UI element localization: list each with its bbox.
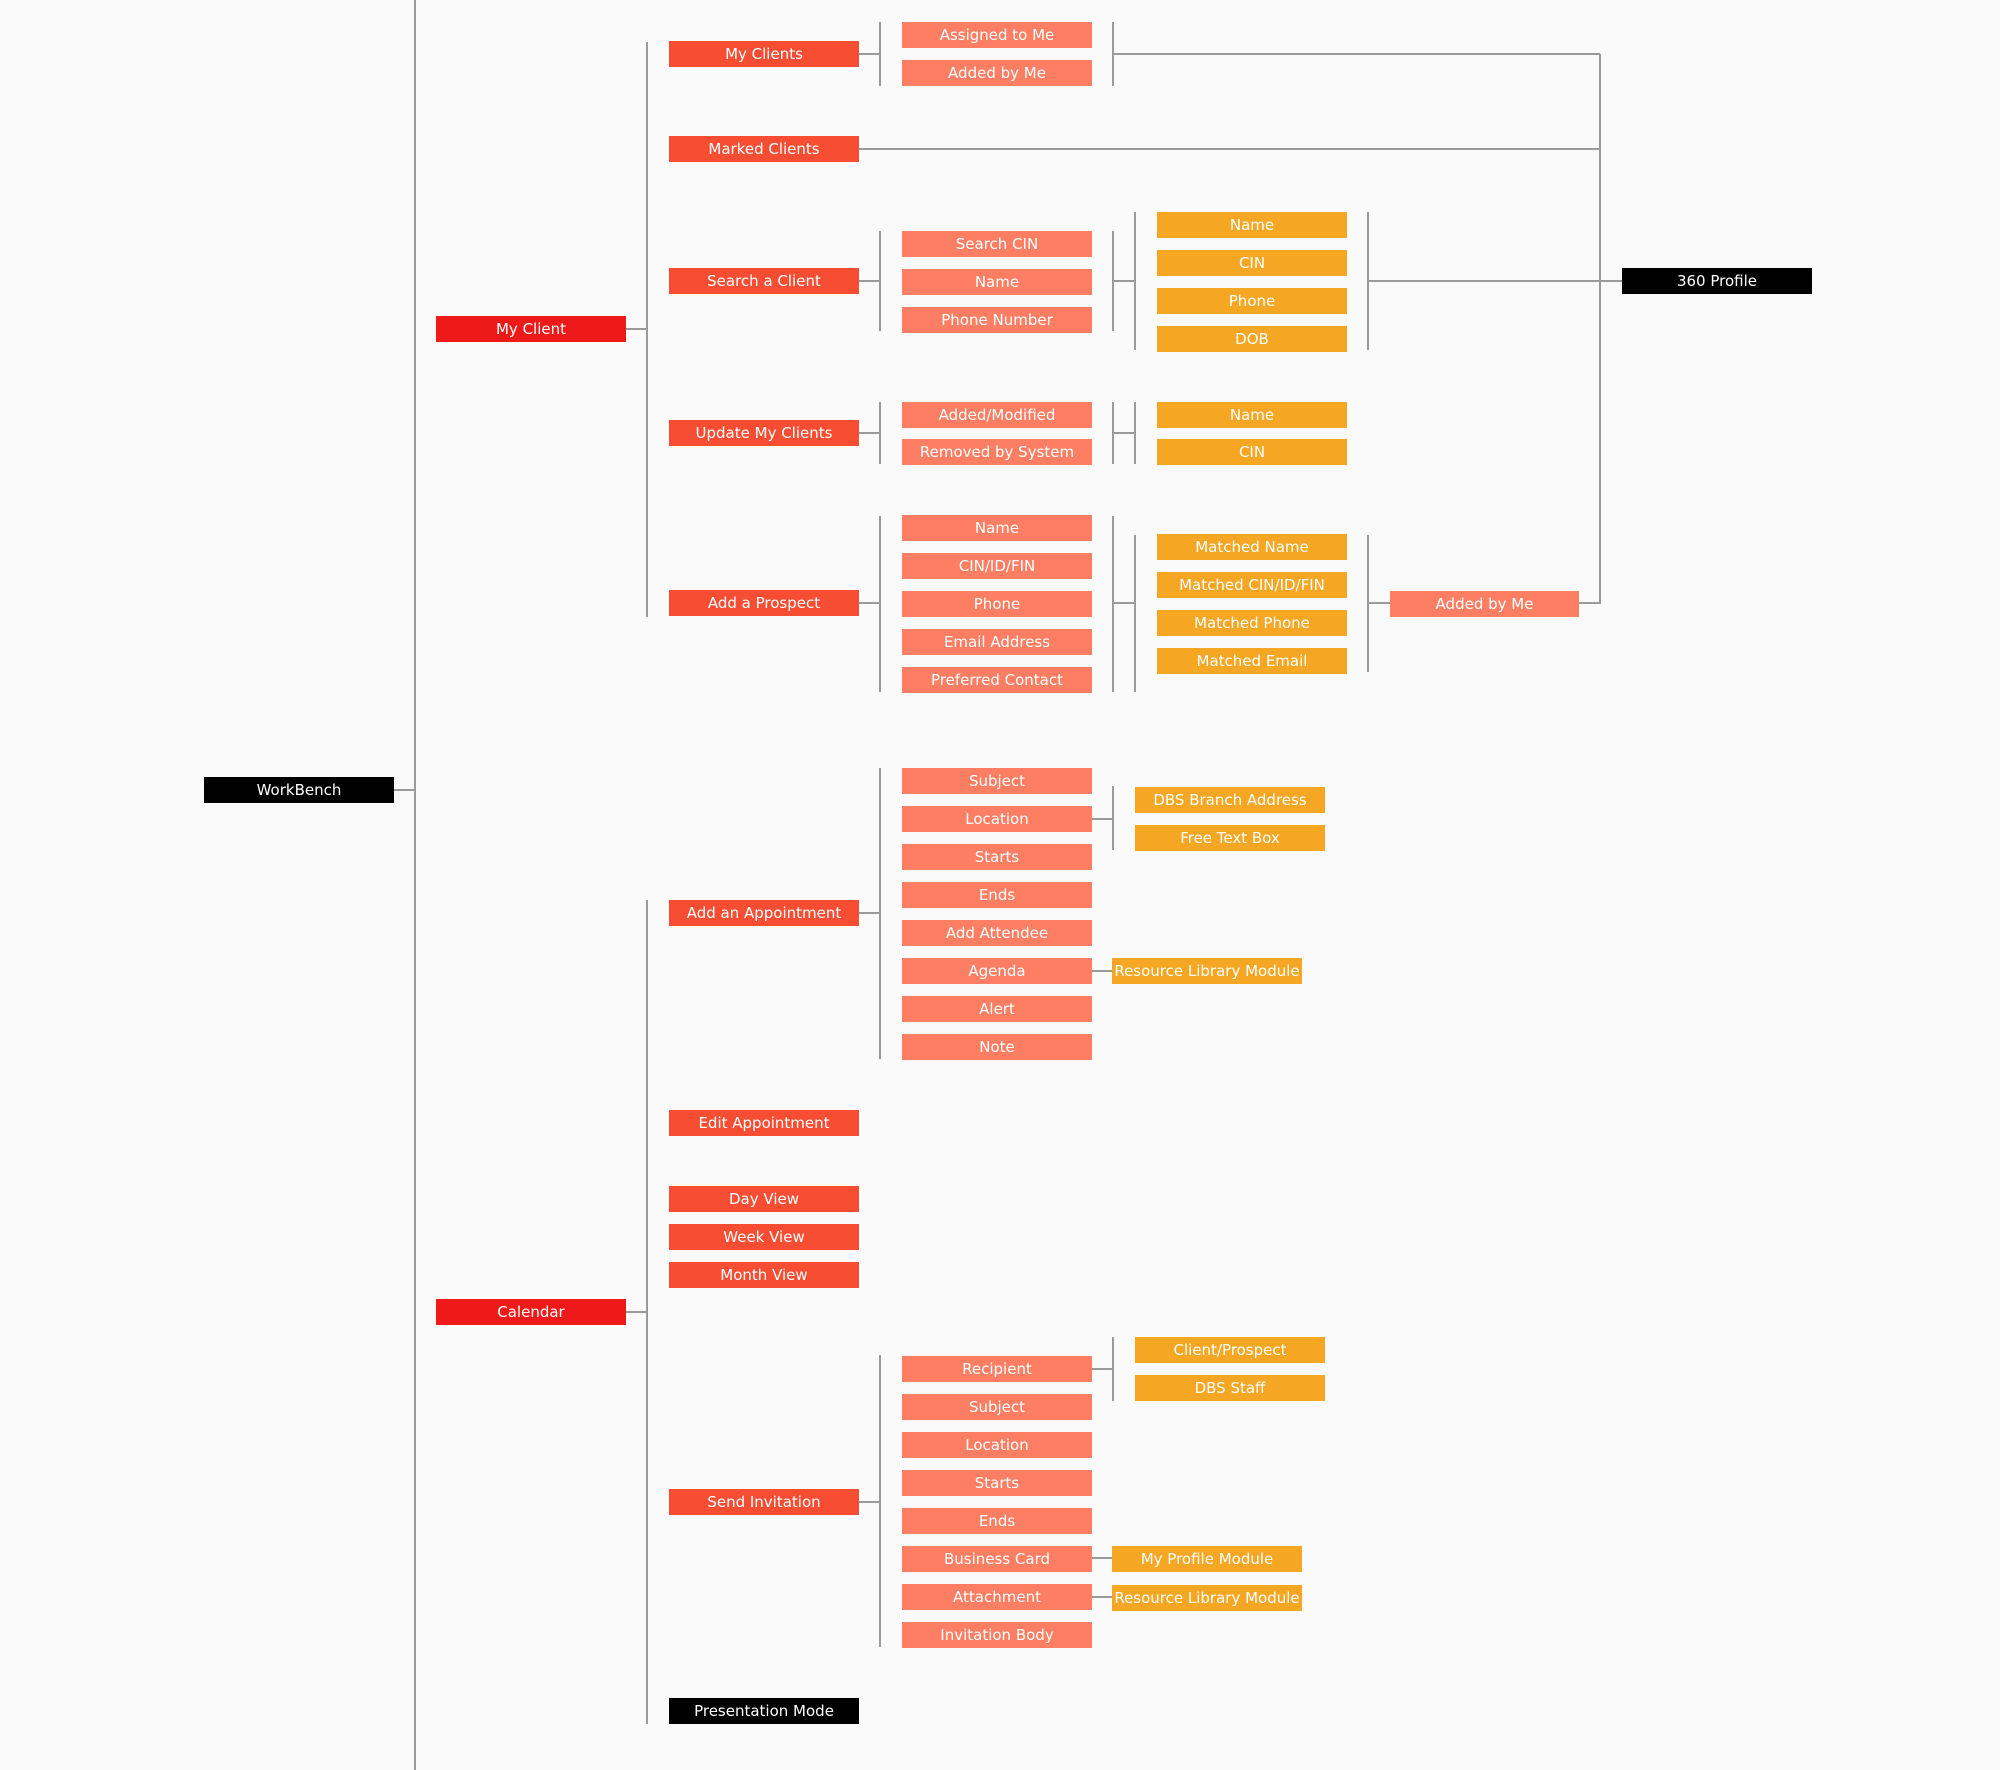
node-inv-recipient[interactable]: Recipient [902,1356,1092,1382]
node-month-view[interactable]: Month View [669,1262,859,1288]
node-search-phone-number[interactable]: Phone Number [902,307,1092,333]
node-update-name[interactable]: Name [1157,402,1347,428]
node-result-phone[interactable]: Phone [1157,288,1347,314]
node-calendar[interactable]: Calendar [436,1299,626,1325]
node-presentation-mode[interactable]: Presentation Mode [669,1698,859,1724]
node-inv-starts[interactable]: Starts [902,1470,1092,1496]
node-client-prospect[interactable]: Client/Prospect [1135,1337,1325,1363]
node-appt-attendee[interactable]: Add Attendee [902,920,1092,946]
node-workbench[interactable]: WorkBench [204,777,394,803]
node-send-invitation[interactable]: Send Invitation [669,1489,859,1515]
node-add-appointment[interactable]: Add an Appointment [669,900,859,926]
node-prospect-contact[interactable]: Preferred Contact [902,667,1092,693]
node-matched-cin[interactable]: Matched CIN/ID/FIN [1157,572,1347,598]
node-appt-starts[interactable]: Starts [902,844,1092,870]
node-matched-phone[interactable]: Matched Phone [1157,610,1347,636]
node-matched-email[interactable]: Matched Email [1157,648,1347,674]
node-update-cin[interactable]: CIN [1157,439,1347,465]
node-resource-library-module-2[interactable]: Resource Library Module [1112,1585,1302,1611]
node-search-name[interactable]: Name [902,269,1092,295]
node-dbs-staff[interactable]: DBS Staff [1135,1375,1325,1401]
node-search-client[interactable]: Search a Client [669,268,859,294]
node-marked-clients[interactable]: Marked Clients [669,136,859,162]
node-my-client[interactable]: My Client [436,316,626,342]
node-inv-attachment[interactable]: Attachment [902,1584,1092,1610]
node-dbs-branch-address[interactable]: DBS Branch Address [1135,787,1325,813]
node-inv-body[interactable]: Invitation Body [902,1622,1092,1648]
node-update-my-clients[interactable]: Update My Clients [669,420,859,446]
node-appt-alert[interactable]: Alert [902,996,1092,1022]
node-appt-subject[interactable]: Subject [902,768,1092,794]
node-add-prospect[interactable]: Add a Prospect [669,590,859,616]
node-result-cin[interactable]: CIN [1157,250,1347,276]
node-my-profile-module[interactable]: My Profile Module [1112,1546,1302,1572]
node-appt-agenda[interactable]: Agenda [902,958,1092,984]
node-inv-ends[interactable]: Ends [902,1508,1092,1534]
node-appt-note[interactable]: Note [902,1034,1092,1060]
node-inv-location[interactable]: Location [902,1432,1092,1458]
node-added-modified[interactable]: Added/Modified [902,402,1092,428]
node-appt-location[interactable]: Location [902,806,1092,832]
node-search-cin[interactable]: Search CIN [902,231,1092,257]
node-resource-library-module[interactable]: Resource Library Module [1112,958,1302,984]
node-prospect-cin[interactable]: CIN/ID/FIN [902,553,1092,579]
node-removed-by-system[interactable]: Removed by System [902,439,1092,465]
node-prospect-phone[interactable]: Phone [902,591,1092,617]
node-360-profile[interactable]: 360 Profile [1622,268,1812,294]
node-matched-name[interactable]: Matched Name [1157,534,1347,560]
node-prospect-name[interactable]: Name [902,515,1092,541]
node-inv-subject[interactable]: Subject [902,1394,1092,1420]
node-result-dob[interactable]: DOB [1157,326,1347,352]
node-prospect-email[interactable]: Email Address [902,629,1092,655]
node-free-text-box[interactable]: Free Text Box [1135,825,1325,851]
node-prospect-added-by-me[interactable]: Added by Me [1390,591,1579,617]
node-day-view[interactable]: Day View [669,1186,859,1212]
node-assigned-to-me[interactable]: Assigned to Me [902,22,1092,48]
node-week-view[interactable]: Week View [669,1224,859,1250]
node-my-clients[interactable]: My Clients [669,41,859,67]
node-result-name[interactable]: Name [1157,212,1347,238]
node-edit-appointment[interactable]: Edit Appointment [669,1110,859,1136]
node-appt-ends[interactable]: Ends [902,882,1092,908]
node-inv-business-card[interactable]: Business Card [902,1546,1092,1572]
node-added-by-me[interactable]: Added by Me [902,60,1092,86]
